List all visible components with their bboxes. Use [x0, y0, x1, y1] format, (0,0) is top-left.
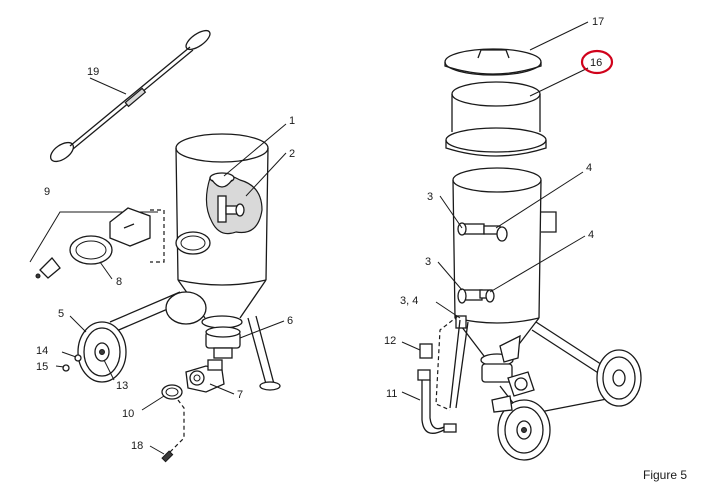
callout-16-highlight-circle — [580, 49, 614, 75]
callout-18: 18 — [131, 440, 143, 452]
part-9-sight-port-kit — [29, 207, 165, 279]
part-18-bolt — [161, 399, 185, 463]
part-10-bushing — [161, 384, 183, 400]
right-frame-and-wheels — [481, 321, 642, 461]
left-frame-and-wheel — [77, 291, 281, 391]
left-leader-lines — [55, 123, 287, 455]
callout-1: 1 — [289, 115, 295, 127]
hose-and-nipple — [417, 315, 469, 434]
callout-6: 6 — [287, 315, 293, 327]
callout-17: 17 — [592, 16, 604, 28]
callout-10: 10 — [122, 408, 134, 420]
right-hopper-body — [452, 167, 557, 367]
callout-3-lower: 3 — [425, 256, 431, 268]
callout-11: 11 — [386, 388, 397, 400]
whip-check-cable — [49, 29, 211, 163]
left-hopper-body — [175, 133, 269, 329]
callout-15: 15 — [36, 361, 48, 373]
axle-hardware — [62, 354, 82, 372]
callout-4-lower: 4 — [588, 229, 594, 241]
part-17-lid — [444, 48, 542, 76]
callout-13: 13 — [116, 380, 128, 392]
figure-caption: Figure 5 — [643, 468, 687, 482]
part-6-valve — [205, 326, 241, 359]
callout-5: 5 — [58, 308, 64, 320]
callout-3-upper: 3 — [427, 191, 433, 203]
callout-7: 7 — [237, 389, 243, 401]
callout-12: 12 — [384, 335, 396, 347]
part-16-screen — [445, 81, 547, 157]
callout-16: 16 — [590, 57, 602, 69]
right-fittings — [455, 222, 508, 329]
callout-9: 9 — [44, 186, 50, 198]
callout-8: 8 — [116, 276, 122, 288]
callout-2: 2 — [289, 148, 295, 160]
callout-19: 19 — [87, 66, 99, 78]
callout-14: 14 — [36, 345, 48, 357]
callout-3-4: 3, 4 — [400, 295, 418, 307]
part-7-metering-valve — [185, 359, 225, 393]
right-leader-lines — [401, 21, 589, 401]
callout-4-upper: 4 — [586, 162, 592, 174]
